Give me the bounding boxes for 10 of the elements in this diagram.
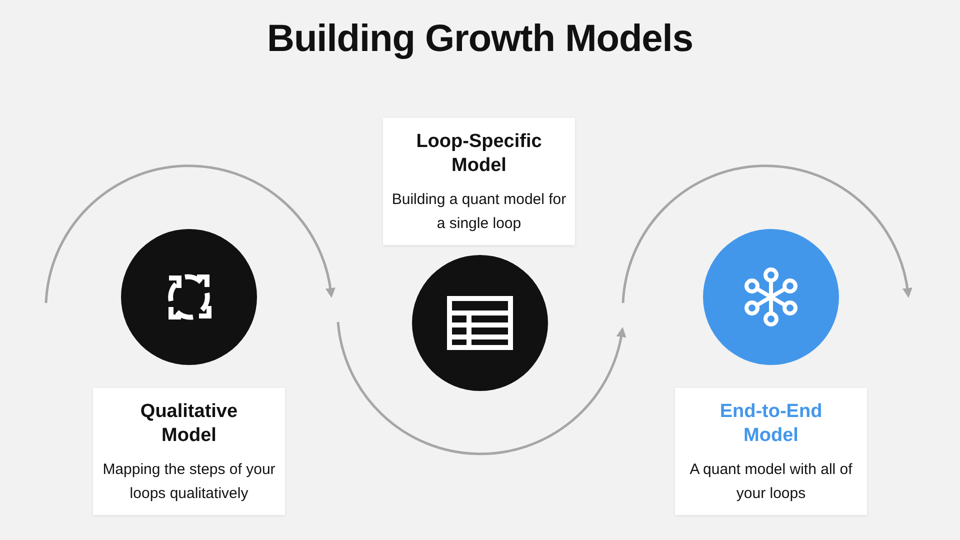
card-description: Mapping the steps of your loops qualitatively bbox=[102, 460, 276, 504]
diagram-title: Building Growth Models bbox=[266, 18, 694, 61]
description-card bbox=[675, 388, 867, 515]
card-heading: Loop-Specific Model bbox=[415, 130, 543, 178]
card-description: Building a quant model for a single loop bbox=[390, 190, 568, 234]
card-description: A quant model with all of your loops bbox=[688, 460, 854, 504]
description-card bbox=[383, 118, 575, 245]
description-card bbox=[93, 388, 285, 515]
card-heading: End-to-End Model bbox=[718, 400, 824, 448]
card-heading: Qualitative Model bbox=[139, 400, 239, 448]
